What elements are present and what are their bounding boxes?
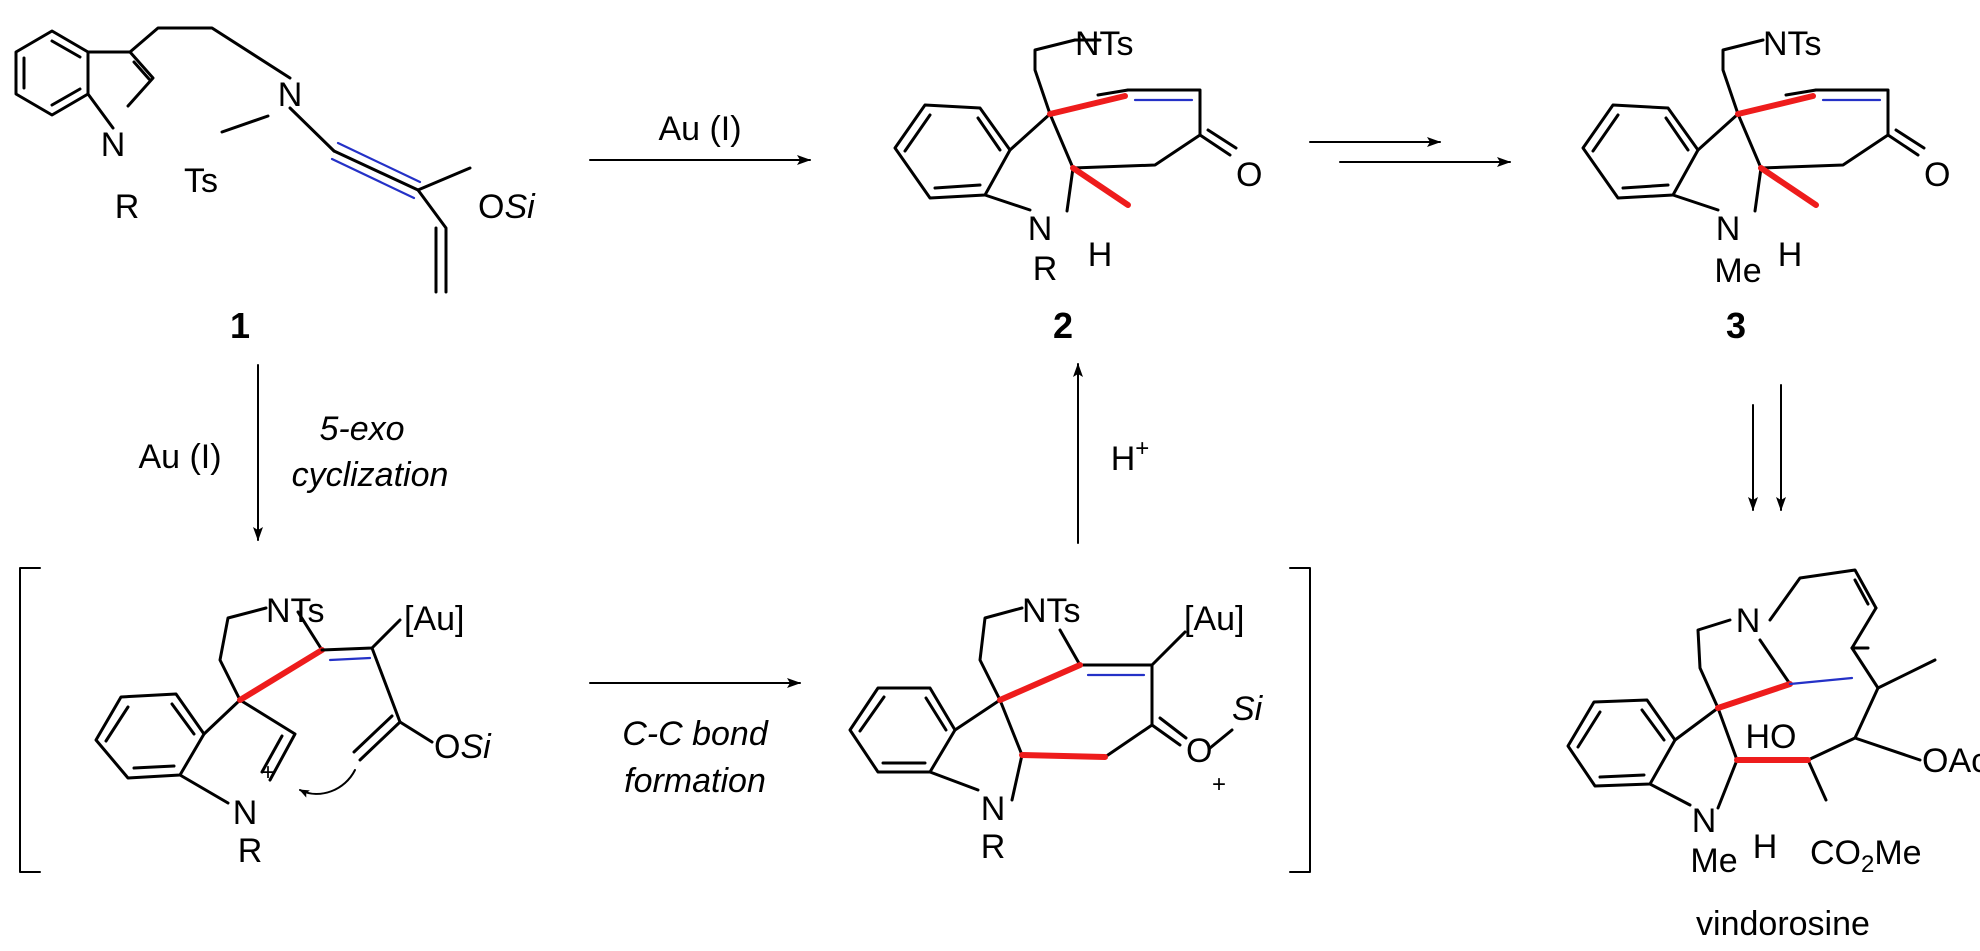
intermediate-2-Au: [Au]	[1184, 600, 1244, 638]
arrow-cc-note-2: formation	[624, 762, 766, 800]
vindorosine: N HO OAc N Me H CO2Me vindorosine	[1566, 568, 1980, 943]
compound-3-H: H	[1778, 236, 1803, 274]
vindorosine-N: N	[1692, 802, 1717, 840]
vindorosine-OAc: OAc	[1922, 742, 1980, 780]
compound-1-N1: N	[101, 126, 126, 164]
compound-1-number: 1	[230, 305, 250, 346]
intermediate-1-NTs: NTs	[266, 592, 325, 630]
vindorosine-Me: Me	[1690, 842, 1737, 880]
compound-1: N R N Ts OSi 1	[14, 26, 536, 346]
compound-3: NTs O N Me H 3	[1581, 25, 1950, 346]
vindorosine-CO2Me: CO2Me	[1810, 834, 1922, 878]
intermediate-1: NTs [Au] OSi N + R	[94, 592, 492, 870]
intermediate-2-bonds	[848, 606, 1234, 802]
intermediate-1-plus: +	[261, 759, 275, 786]
compound-1-bonds	[14, 26, 472, 294]
intermediate-1-R: R	[238, 832, 263, 870]
compound-3-NTs: NTs	[1763, 25, 1822, 63]
vindorosine-HO: HO	[1746, 718, 1797, 756]
compound-3-Me: Me	[1714, 252, 1761, 290]
intermediate-brackets	[19, 567, 1311, 873]
vindorosine-H: H	[1753, 828, 1778, 866]
compound-2-N: N	[1028, 210, 1053, 248]
compound-2-H: H	[1088, 236, 1113, 274]
compound-3-O: O	[1924, 156, 1950, 194]
arrow-cc-formation: C-C bond formation	[589, 678, 801, 800]
arrow-up: H+	[1073, 363, 1150, 544]
arrow-1-down-reagent: Au (I)	[138, 438, 221, 476]
arrow-1-down-note-2: cyclization	[292, 456, 449, 494]
arrow-1-down-note-1: 5-exo	[319, 410, 404, 448]
compound-2-number: 2	[1053, 305, 1073, 346]
arrow-1-down: Au (I) 5-exo cyclization	[138, 364, 449, 541]
compound-3-bonds	[1581, 38, 1926, 213]
intermediate-2-Si: Si	[1232, 690, 1264, 728]
compound-1-N2: N	[278, 76, 303, 114]
intermediate-2-plus: +	[1212, 771, 1226, 798]
vindorosine-N-top: N	[1736, 602, 1761, 640]
intermediate-1-Au: [Au]	[404, 600, 464, 638]
compound-3-number: 3	[1726, 305, 1746, 346]
arrow-1-to-2: Au (I)	[589, 110, 811, 165]
compound-2-bonds	[893, 38, 1238, 213]
compound-2-R: R	[1033, 250, 1058, 288]
intermediate-2-NTs: NTs	[1022, 592, 1081, 630]
compound-1-Ts: Ts	[184, 162, 218, 200]
intermediate-1-OSi: OSi	[434, 728, 492, 766]
compound-2-NTs: NTs	[1075, 25, 1134, 63]
arrow-up-reagent: H+	[1111, 435, 1150, 478]
compound-1-OSi: OSi	[478, 188, 536, 226]
vindorosine-name: vindorosine	[1696, 905, 1870, 943]
compound-2: NTs O N R H 2	[893, 25, 1262, 346]
intermediate-1-N: N	[233, 794, 258, 832]
arrow-3-down	[1748, 384, 1786, 511]
intermediate-2: NTs [Au] O Si + N R	[848, 592, 1264, 866]
compound-1-R: R	[115, 188, 140, 226]
compound-3-N: N	[1716, 210, 1741, 248]
intermediate-2-R: R	[981, 828, 1006, 866]
intermediate-1-bonds	[94, 606, 434, 805]
arrow-2-to-3	[1309, 137, 1511, 167]
intermediate-2-N: N	[981, 790, 1006, 828]
arrow-cc-note-1: C-C bond	[622, 715, 769, 753]
intermediate-2-O: O	[1186, 732, 1212, 770]
compound-2-O: O	[1236, 156, 1262, 194]
arrow-1-to-2-reagent: Au (I)	[658, 110, 741, 148]
vindorosine-bonds	[1566, 568, 1937, 810]
